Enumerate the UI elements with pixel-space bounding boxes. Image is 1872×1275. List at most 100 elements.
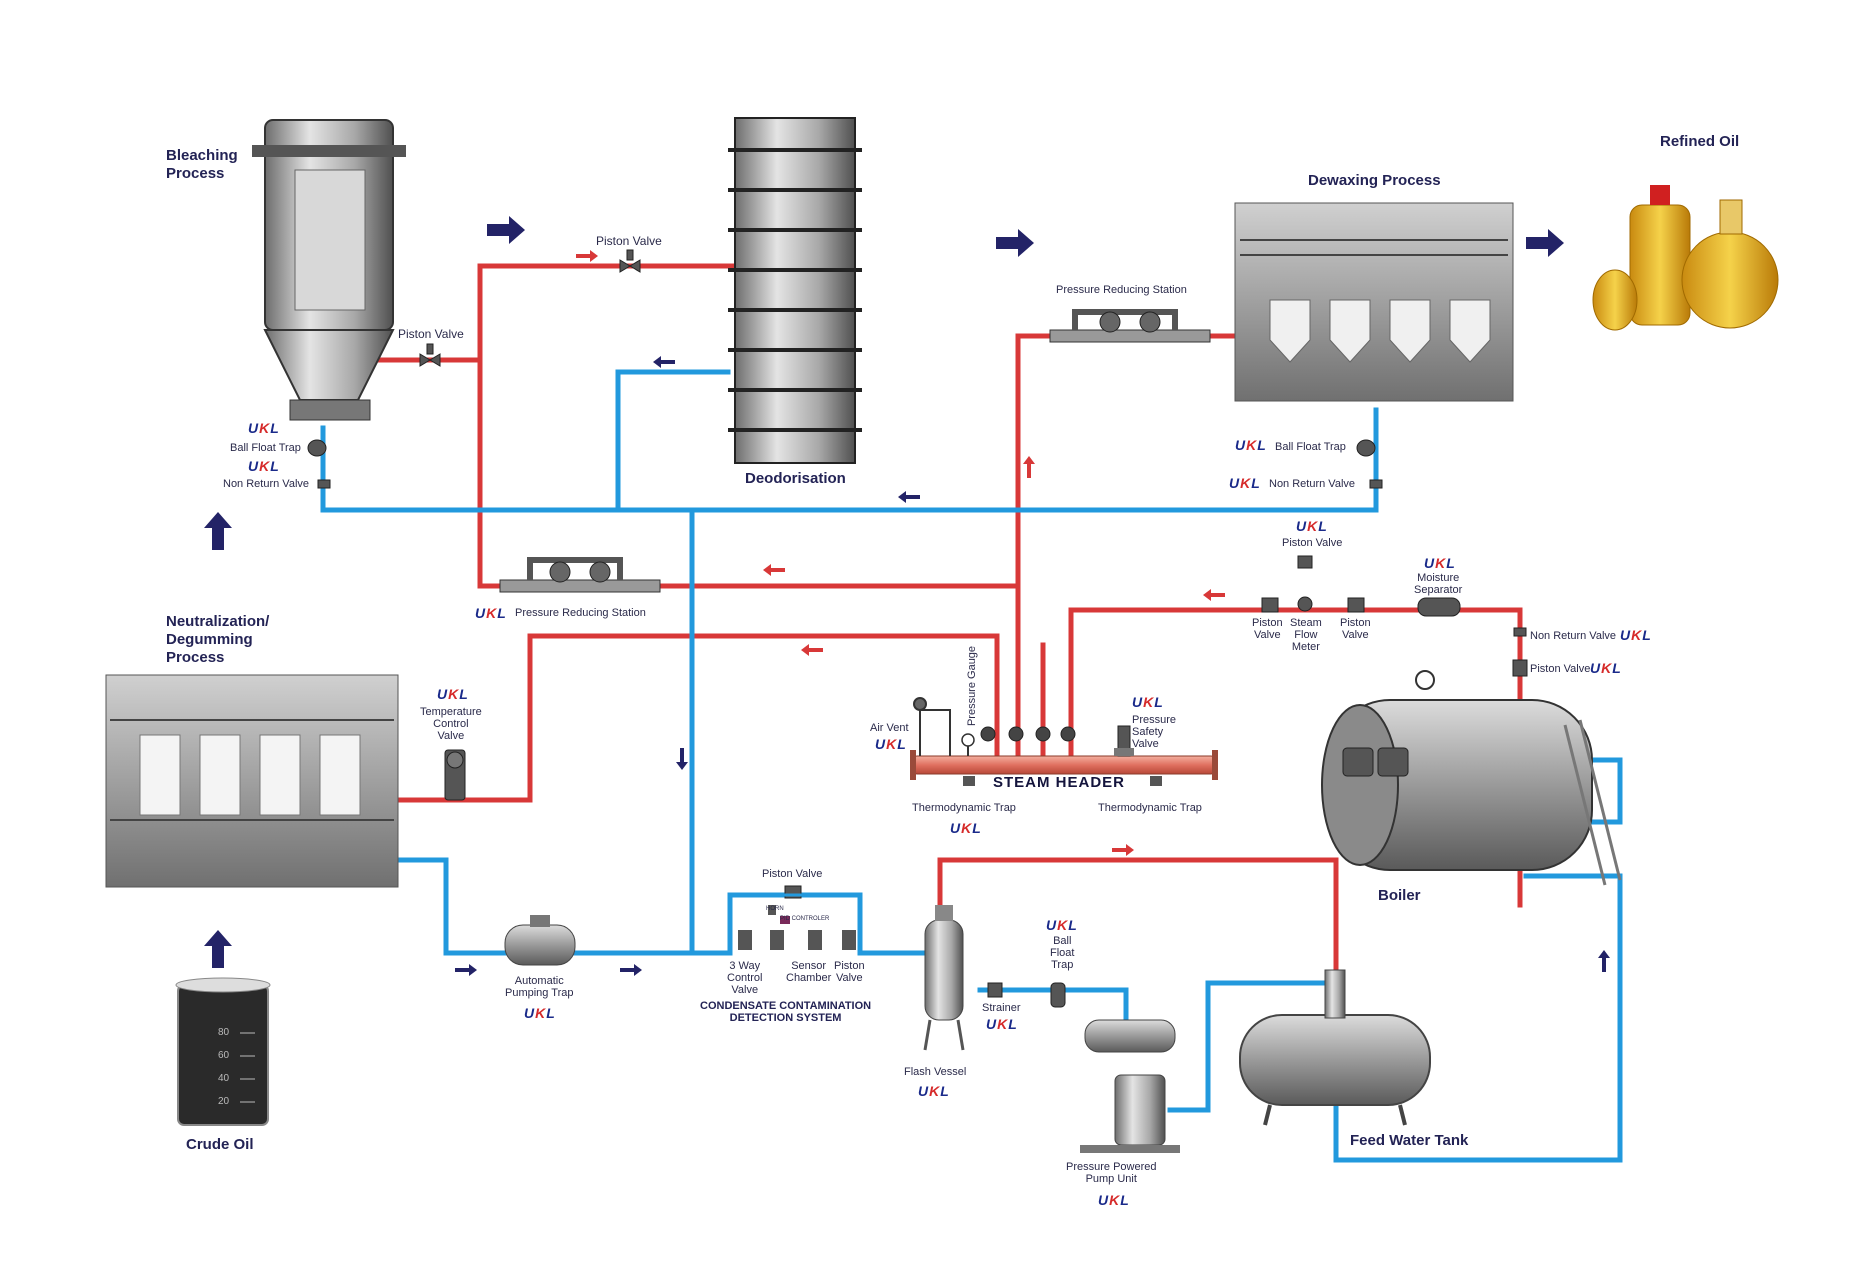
strainer-icon[interactable] [987,982,1003,998]
arrow-small-icon [653,356,675,368]
ukl-logo: UKL [524,1005,556,1021]
flash-vessel-label: Flash Vessel [904,1066,967,1078]
thermodynamic-trap-icon[interactable] [1150,776,1162,786]
thermodynamic-trap-icon[interactable] [963,776,975,786]
flash-vessel [923,905,965,1051]
pressure-gauge-icon[interactable] [961,733,975,756]
piston-valve-icon[interactable] [619,249,641,273]
pid-controller-label: PID CONTROLER [780,916,830,922]
pressure-reducing-station-icon[interactable] [1049,309,1211,343]
beaker-scale-label: 40 [218,1073,230,1084]
bleaching-vessel [252,119,406,421]
ukl-logo: UKL [1590,660,1622,676]
ukl-logo: UKL [1046,917,1078,933]
deodorisation-column [728,117,862,464]
piston-valve-icon[interactable] [419,343,441,367]
non-return-valve-icon[interactable] [1513,627,1527,637]
feed-water-tank-label: Feed Water Tank [1350,1132,1469,1149]
ukl-logo: UKL [986,1016,1018,1032]
piston-valve-label: Piston Valve [762,868,823,880]
refined-oil-label: Refined Oil [1660,133,1740,150]
non-return-valve-label: Non Return Valve [1269,478,1356,490]
non-return-valve-icon[interactable] [317,479,331,489]
header-valve-icon[interactable] [980,726,996,742]
ukl-logo: UKL [248,420,280,436]
ball-float-trap-label: Ball Float Trap [1050,935,1075,971]
arrow-small-icon [620,964,642,976]
steam-header-pipe [913,755,1215,775]
bleaching-process-label: Bleaching Process [166,147,238,182]
ball-float-trap-icon[interactable] [1356,439,1376,457]
temperature-control-valve-icon[interactable] [444,749,466,801]
feed-water-tank [1239,969,1431,1126]
thermodynamic-trap-label: Thermodynamic Trap [1098,802,1202,814]
ukl-logo: UKL [1229,475,1261,491]
beaker-scale-label: 80 [218,1027,230,1038]
ball-float-trap-icon[interactable] [307,439,327,457]
ukl-logo: UKL [1235,437,1267,453]
pressure-powered-pump-unit [1080,1019,1180,1153]
neutralization-label: Neutralization/ Degumming Process [166,613,270,666]
piston-valve-label: Piston Valve [1282,537,1343,549]
arrow-right-icon [1526,229,1564,257]
arrow-right-icon [996,229,1034,257]
piston-valve-label: Piston Valve [1252,617,1283,641]
steam-header-label: STEAM HEADER [993,774,1126,791]
piston-valve-icon[interactable] [1261,597,1279,613]
ball-float-trap-label: Ball Float Trap [1275,441,1346,453]
pressure-reducing-station-label: Pressure Reducing Station [515,607,646,619]
piston-valve-icon[interactable] [1512,659,1528,677]
pressure-safety-valve-icon[interactable] [1114,725,1134,757]
horn-label: HORN [766,906,784,912]
arrow-up-icon [204,512,232,550]
piston-valve-label: Piston Valve [1340,617,1371,641]
header-valve-icon[interactable] [1035,726,1051,742]
arrow-small-icon [1598,950,1610,972]
neutralization-plant-photo [105,674,399,888]
refined-oil-bottles [1592,185,1779,331]
crude-oil-label: Crude Oil [186,1136,254,1153]
steam-flow-arrows [576,250,1225,856]
pressure-powered-pump-unit-label: Pressure Powered Pump Unit [1066,1161,1157,1185]
ukl-logo: UKL [437,686,469,702]
flow-arrows [204,216,1610,976]
header-valve-icon[interactable] [1008,726,1024,742]
piston-valve-label: Piston Valve [834,960,865,984]
ukl-logo: UKL [248,458,280,474]
piston-valve-label: Piston Valve [596,234,662,248]
boiler-label: Boiler [1378,887,1421,904]
moisture-separator-label: Moisture Separator [1414,572,1463,596]
temperature-control-valve-label: Temperature Control Valve [420,706,482,742]
ukl-logo: UKL [1296,518,1328,534]
piston-valve-icon[interactable] [1297,555,1313,569]
steam-flow-meter-icon[interactable] [1297,596,1313,612]
pressure-gauge-label: Pressure Gauge [966,645,979,727]
header-valve-icon[interactable] [1060,726,1076,742]
dewaxing-plant-photo [1234,202,1514,402]
ccds-unit [728,893,862,953]
piston-valve-icon[interactable] [1347,597,1365,613]
pressure-reducing-station-label: Pressure Reducing Station [1056,284,1187,296]
crude-oil-beaker [175,977,271,1126]
ukl-logo: UKL [475,605,507,621]
automatic-pumping-trap-label: Automatic Pumping Trap [505,975,574,999]
non-return-valve-icon[interactable] [1369,479,1383,489]
ball-float-trap-icon[interactable] [1050,982,1066,1008]
ukl-logo: UKL [1132,694,1164,710]
moisture-separator-icon[interactable] [1417,597,1461,617]
automatic-pumping-trap [504,915,576,966]
three-way-control-valve-label: 3 Way Control Valve [727,960,763,996]
pressure-safety-valve-label: Pressure Safety Valve [1132,714,1177,750]
strainer-label: Strainer [982,1002,1021,1014]
ukl-logo: UKL [875,736,907,752]
non-return-valve-label: Non Return Valve [1530,630,1617,642]
pressure-reducing-station-icon[interactable] [499,557,661,593]
non-return-valve-label: Non Return Valve [223,478,310,490]
steam-header-assembly [910,697,1218,786]
beaker-scale-label: 60 [218,1050,230,1061]
dewaxing-process-label: Dewaxing Process [1308,172,1441,189]
ccds-label: CONDENSATE CONTAMINATION DETECTION SYSTE… [700,1000,872,1024]
ukl-logo: UKL [1424,555,1456,571]
air-vent-icon[interactable] [913,697,951,756]
air-vent-label: Air Vent [870,722,909,734]
